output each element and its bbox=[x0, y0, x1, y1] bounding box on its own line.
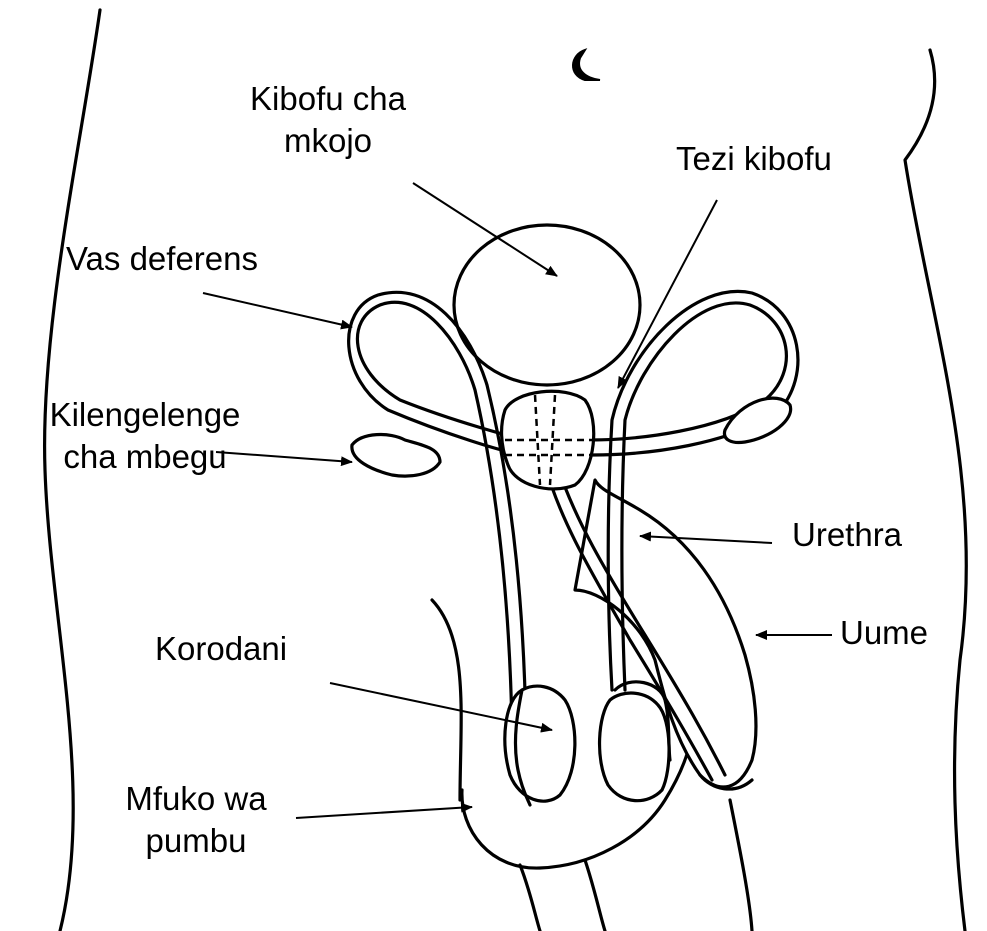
label-vas-deferens: Vas deferens bbox=[66, 238, 258, 280]
label-seminal-vesicle: Kilengelenge cha mbegu bbox=[35, 394, 255, 478]
label-testis-text: Korodani bbox=[155, 630, 287, 667]
label-testis: Korodani bbox=[155, 628, 287, 670]
navel-mark bbox=[573, 50, 600, 80]
label-vas-deferens-text: Vas deferens bbox=[66, 240, 258, 277]
label-prostate: Tezi kibofu bbox=[676, 138, 832, 180]
label-penis-text: Uume bbox=[840, 614, 928, 651]
label-urethra: Urethra bbox=[792, 514, 902, 556]
label-bladder-line2: mkojo bbox=[228, 120, 428, 162]
label-penis: Uume bbox=[840, 612, 928, 654]
label-scrotum: Mfuko wa pumbu bbox=[96, 778, 296, 862]
leg-line-left bbox=[520, 865, 540, 931]
label-prostate-text: Tezi kibofu bbox=[676, 140, 832, 177]
seminal-vesicle-right bbox=[724, 398, 790, 442]
label-bladder: Kibofu cha mkojo bbox=[228, 78, 428, 162]
label-scrotum-line1: Mfuko wa bbox=[96, 778, 296, 820]
seminal-vesicle-left bbox=[352, 435, 440, 477]
label-seminal-vesicle-line1: Kilengelenge bbox=[35, 394, 255, 436]
label-urethra-text: Urethra bbox=[792, 516, 902, 553]
testis-right bbox=[600, 693, 670, 801]
arrow-scrotum bbox=[296, 807, 472, 818]
thigh-outline-left bbox=[432, 600, 461, 800]
label-seminal-vesicle-line2: cha mbegu bbox=[35, 436, 255, 478]
leg-line-right-outer bbox=[730, 800, 752, 931]
leg-line-right bbox=[585, 860, 605, 931]
body-outline-right bbox=[905, 50, 966, 931]
label-scrotum-line2: pumbu bbox=[96, 820, 296, 862]
arrow-vas-deferens bbox=[203, 293, 352, 327]
label-bladder-line1: Kibofu cha bbox=[228, 78, 428, 120]
bladder-shape bbox=[454, 225, 640, 385]
